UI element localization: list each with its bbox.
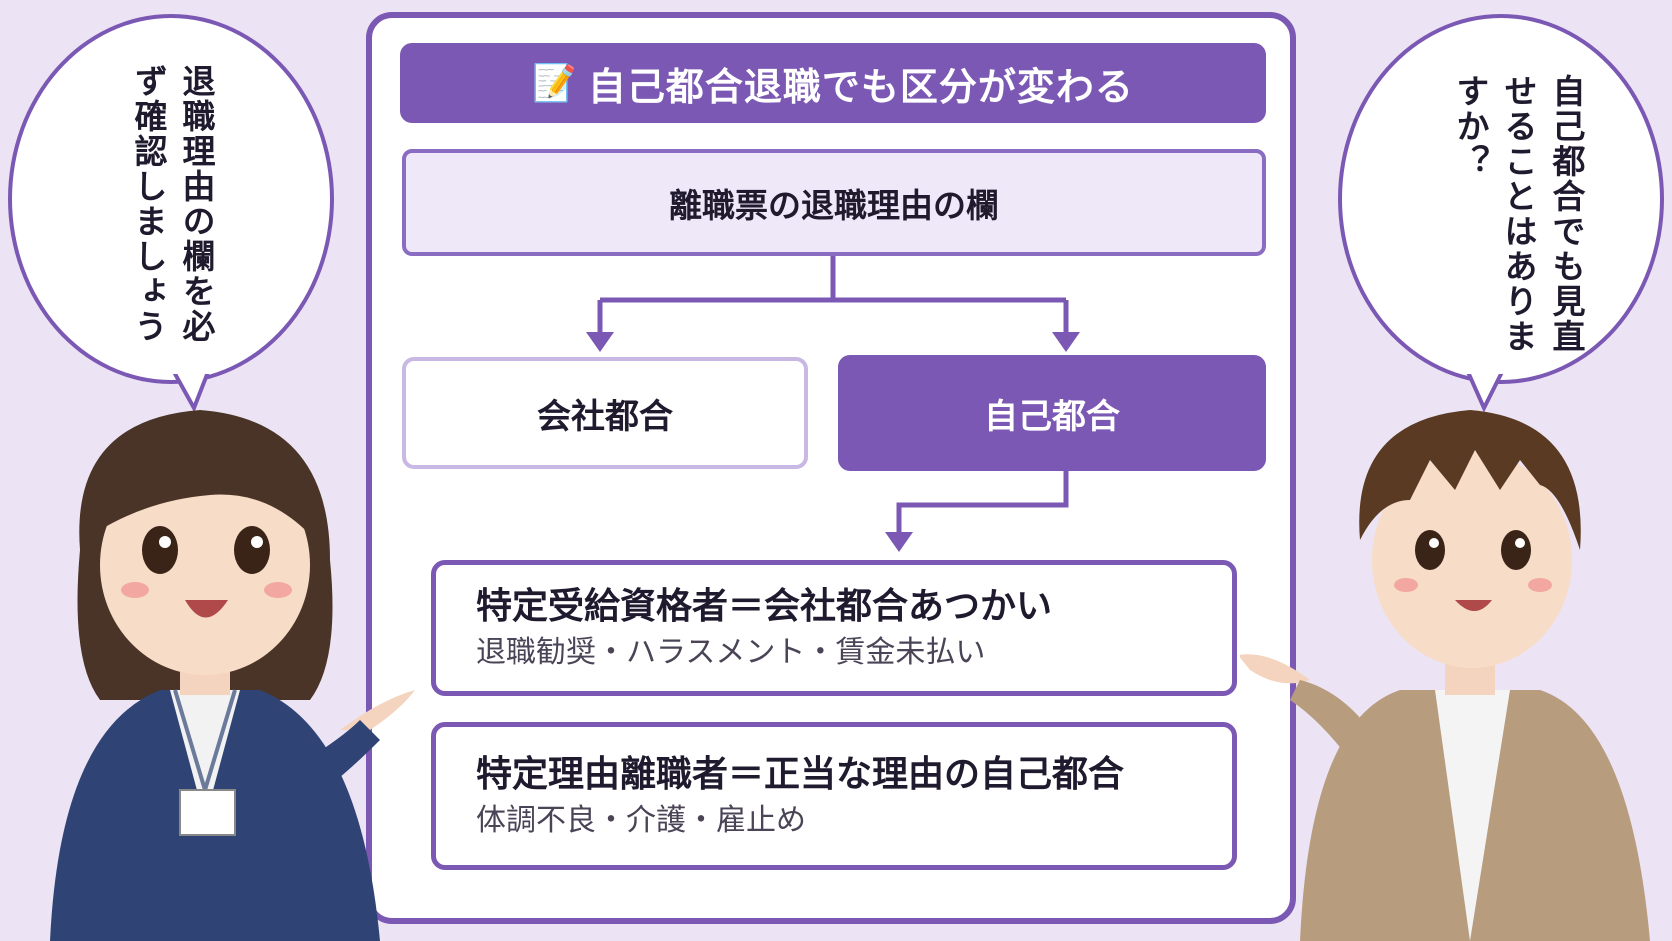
arrow-head-results	[885, 532, 913, 552]
arrow-head-left	[586, 332, 614, 352]
woman-character-illustration	[50, 410, 415, 941]
speech-tail-right	[1465, 372, 1506, 412]
result-head: 特定受給資格者＝会社都合あつかい	[476, 586, 1053, 627]
source-node-label: 離職票の退職理由の欄	[669, 185, 999, 225]
speech-text-right: 自己都合でも見直せることはありますか？	[1451, 74, 1586, 354]
result-node-specific-reason: 特定理由離職者＝正当な理由の自己都合 体調不良・介護・雇止め	[431, 722, 1237, 870]
speech-text-left: 退職理由の欄を必ず確認しましょう	[129, 64, 216, 344]
arrow-head-right	[1052, 332, 1080, 352]
company-reason-label: 会社都合	[537, 396, 673, 437]
result-sub: 体調不良・介護・雇止め	[476, 803, 806, 838]
diagram-title-text: 自己都合退職でも区分が変わる	[587, 64, 1134, 109]
result-sub: 退職勧奨・ハラスメント・賃金未払い	[476, 635, 986, 670]
result-head: 特定理由離職者＝正当な理由の自己都合	[476, 754, 1125, 795]
source-node: 離職票の退職理由の欄	[402, 149, 1266, 256]
memo-icon: 📝	[532, 63, 578, 104]
company-reason-node: 会社都合	[402, 357, 808, 469]
self-reason-node: 自己都合	[838, 355, 1266, 471]
speech-bubble-right	[1338, 14, 1664, 384]
speech-bubble-left	[8, 14, 334, 384]
connector-self-to-results	[896, 471, 1069, 535]
man-character-illustration	[1240, 410, 1650, 941]
speech-tail-left	[171, 372, 212, 412]
diagram-title: 📝 自己都合退職でも区分が変わる	[400, 43, 1266, 123]
result-node-specific-qualified: 特定受給資格者＝会社都合あつかい 退職勧奨・ハラスメント・賃金未払い	[431, 560, 1237, 696]
self-reason-label: 自己都合	[984, 396, 1120, 437]
